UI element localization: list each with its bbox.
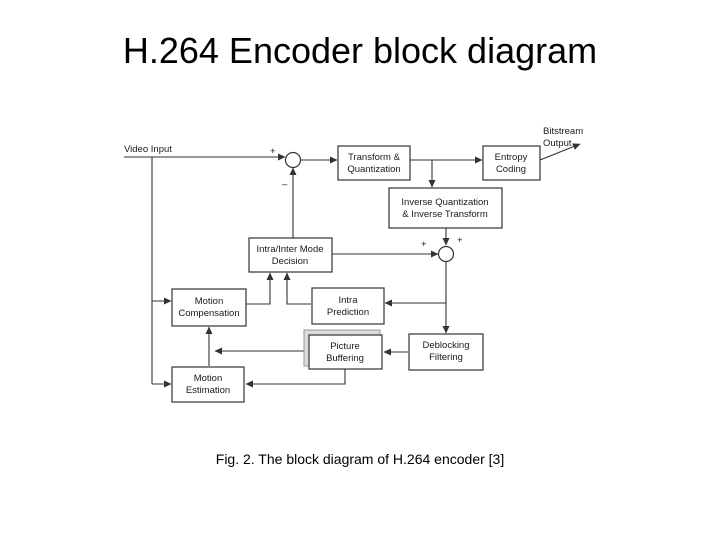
inverse-quantization-label-2: & Inverse Transform [402,209,488,220]
block-entropy-coding: Entropy Coding [482,145,541,181]
motion-compensation-label-1: Motion [195,296,224,307]
figure-caption: Fig. 2. The block diagram of H.264 encod… [215,451,505,467]
picture-buffering-label-1: Picture [330,341,360,352]
minus-sign-top: – [282,179,288,190]
mode-decision-label-1: Intra/Inter Mode [256,244,323,255]
block-intra-prediction: Intra Prediction [311,287,385,325]
deblocking-filtering-box [408,333,484,371]
transform-quantization-label-1: Transform & [348,152,401,163]
transform-quantization-box [337,145,411,181]
block-inverse-quantization: Inverse Quantization & Inverse Transform [388,187,503,229]
arrow-entropy-to-output [539,143,581,161]
deblocking-filtering-label-1: Deblocking [423,340,470,351]
transform-quantization-label-2: Quantization [347,164,400,175]
inverse-quantization-box [388,187,503,229]
top-summer [284,151,302,169]
motion-estimation-label-1: Motion [194,373,223,384]
connection-lines [124,143,581,388]
block-mode-decision: Intra/Inter Mode Decision [248,237,333,273]
entropy-coding-label-1: Entropy [495,152,528,163]
deblocking-filtering-label-2: Filtering [429,352,463,363]
block-motion-estimation: Motion Estimation [171,366,245,403]
inverse-quantization-label-1: Inverse Quantization [401,197,488,208]
plus-sign-recon-left: + [421,239,427,250]
arrow-buffer-to-me [245,368,346,388]
reconstruction-summer [437,245,455,263]
entropy-coding-box [482,145,541,181]
video-input-label: Video Input [124,144,172,155]
mode-decision-box [248,237,333,273]
bitstream-output-label-1: Bitstream [543,126,583,137]
block-deblocking-filtering: Deblocking Filtering [408,333,484,371]
arrow-intra-to-mode [283,272,311,305]
motion-compensation-label-2: Compensation [178,308,239,319]
picture-buffering-label-2: Buffering [326,353,364,364]
intra-prediction-label-1: Intra [338,295,358,306]
motion-estimation-label-2: Estimation [186,385,230,396]
motion-compensation-box [171,288,247,327]
intra-prediction-box [311,287,385,325]
intra-prediction-label-2: Prediction [327,307,369,318]
block-motion-compensation: Motion Compensation [171,288,247,327]
block-transform-quantization: Transform & Quantization [337,145,411,181]
slide-title: H.264 Encoder block diagram [122,30,598,71]
mode-decision-label-2: Decision [272,256,308,267]
plus-sign-recon-right: + [457,235,463,246]
bitstream-output-label-2: Output [543,138,572,149]
block-picture-buffering: Picture Buffering [303,329,383,370]
plus-sign-top: + [270,146,276,157]
picture-buffering-box [308,334,383,370]
motion-estimation-box [171,366,245,403]
entropy-coding-label-2: Coding [496,164,526,175]
arrow-mc-to-mode [246,272,274,305]
